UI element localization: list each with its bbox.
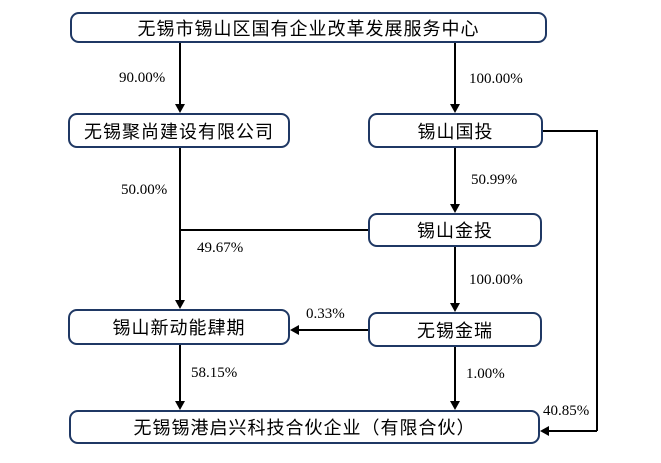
pct-jushang-to-xindongneng: 50.00% — [121, 182, 168, 198]
edge-jinrui-to-xindongneng-line — [299, 329, 368, 331]
node-jinrui: 无锡金瑞 — [368, 312, 542, 347]
edge-guotou-to-partnership-line-top — [543, 130, 597, 132]
node-jushang: 无锡聚尚建设有限公司 — [68, 113, 290, 148]
edge-guotou-to-jintou-line — [454, 148, 456, 204]
edge-jinrui-to-partnership-line — [454, 347, 456, 401]
arrowhead-down — [450, 104, 460, 113]
arrowhead-down — [450, 303, 460, 312]
pct-jinrui-to-xindongneng: 0.33% — [306, 306, 345, 322]
pct-guotou-to-jintou: 50.99% — [471, 172, 518, 188]
node-service-center: 无锡市锡山区国有企业改革发展服务中心 — [70, 12, 547, 43]
arrowhead-down — [175, 300, 185, 309]
arrowhead-down — [450, 204, 460, 213]
arrowhead-left — [290, 325, 299, 335]
pct-center-to-guotou: 100.00% — [469, 71, 523, 87]
arrowhead-down — [450, 401, 460, 410]
pct-jintou-to-jinrui: 100.00% — [469, 272, 523, 288]
edge-xindongneng-to-partnership-line — [179, 345, 181, 401]
node-guotou: 锡山国投 — [368, 113, 543, 148]
edge-guotou-to-partnership-line-right — [596, 130, 598, 431]
edge-jintou-branch-line — [180, 229, 368, 231]
edge-jintou-to-jinrui-line — [454, 247, 456, 303]
pct-jintou-to-xindongneng: 49.67% — [197, 240, 244, 256]
arrowhead-down — [175, 401, 185, 410]
edge-jushang-to-xindongneng-line — [179, 148, 181, 300]
arrowhead-left — [540, 426, 549, 436]
pct-center-to-jushang: 90.00% — [119, 70, 166, 86]
edge-center-to-jushang-line — [179, 43, 181, 104]
node-partnership: 无锡锡港启兴科技合伙企业（有限合伙） — [69, 410, 540, 444]
edge-center-to-guotou-line — [454, 43, 456, 104]
arrowhead-down — [175, 104, 185, 113]
pct-guotou-to-partnership: 40.85% — [543, 403, 590, 419]
node-jintou: 锡山金投 — [368, 213, 542, 247]
edge-guotou-to-partnership-line-bottom — [549, 430, 597, 432]
pct-jinrui-to-partnership: 1.00% — [466, 366, 505, 382]
node-xindongneng: 锡山新动能肆期 — [68, 309, 290, 345]
pct-xindongneng-to-partnership: 58.15% — [191, 365, 238, 381]
